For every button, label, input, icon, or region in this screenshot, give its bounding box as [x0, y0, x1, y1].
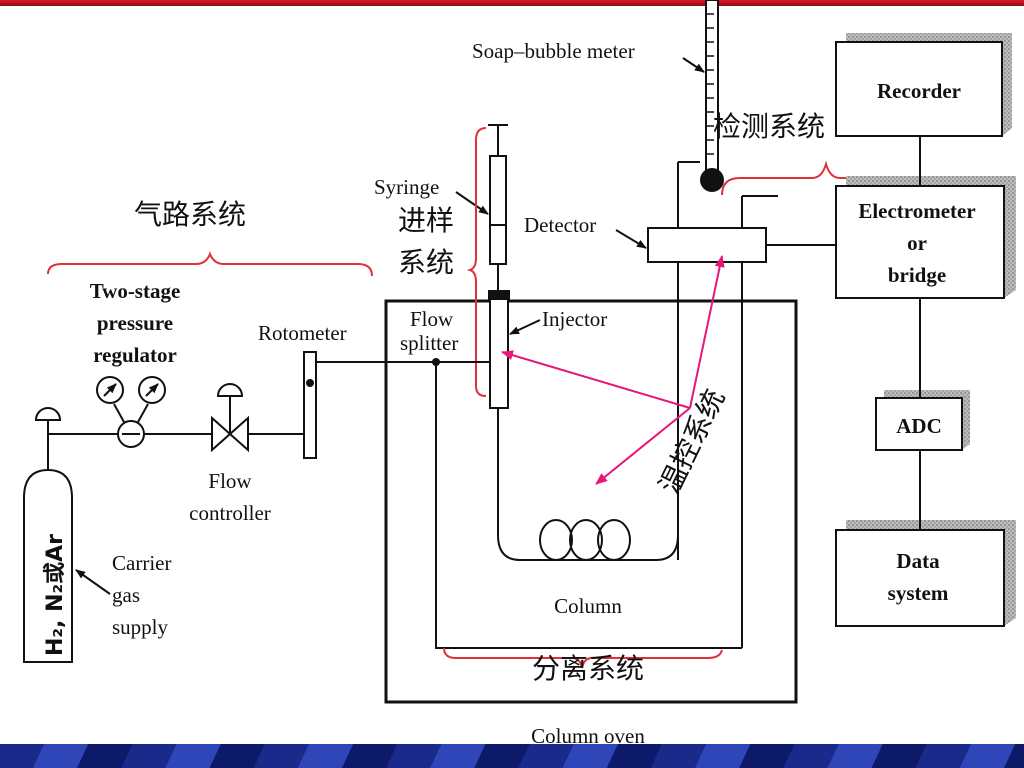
injection-system-label-line1: 进样 — [398, 204, 454, 237]
flow-controller-label-line2: controller — [189, 501, 271, 525]
column-label: Column — [554, 594, 622, 618]
temp-arrow-injector — [501, 350, 691, 409]
adc-box: ADC — [875, 390, 970, 451]
soap-bubble-meter-label: Soap–bubble meter — [472, 39, 635, 63]
gas-cylinder-label: H₂, N₂或Ar — [42, 534, 68, 656]
data-system-box: Data system — [835, 520, 1016, 627]
data-system-label-line1: Data — [896, 549, 940, 573]
temp-arrow-detector — [689, 255, 725, 409]
gas-path-system-label: 气路系统 — [134, 198, 246, 231]
gas-line — [48, 361, 490, 435]
recorder-box: Recorder — [835, 33, 1012, 137]
electrometer-label-line1: Electrometer — [858, 199, 975, 223]
adc-label: ADC — [896, 414, 942, 438]
injector-label: Injector — [542, 307, 607, 331]
column — [435, 362, 742, 649]
top-border-bar — [0, 0, 1024, 6]
carrier-gas-label-line1: Carrier — [112, 551, 171, 575]
regulator-label-line1: Two-stage — [90, 279, 181, 303]
rotometer-label: Rotometer — [258, 321, 347, 345]
syringe-label: Syringe — [374, 175, 439, 199]
flow-splitter-label-line2: splitter — [400, 331, 458, 355]
electrometer-label-line2: or — [907, 231, 927, 255]
flow-splitter-label-line1: Flow — [410, 307, 454, 331]
data-system-label-line2: system — [888, 581, 949, 605]
injection-system-brace — [466, 127, 487, 397]
electrometer-label-line3: bridge — [888, 263, 946, 287]
injection-system-label-line2: 系统 — [398, 246, 454, 279]
recorder-label: Recorder — [877, 79, 961, 103]
soap-bubble-meter — [700, 0, 724, 192]
gas-path-system-brace — [47, 251, 373, 277]
column-oven-box — [384, 299, 798, 704]
detection-system-label: 检测系统 — [713, 110, 825, 143]
bottom-border-bar — [0, 744, 1024, 768]
pressure-regulator — [96, 376, 166, 448]
carrier-gas-label-line3: supply — [112, 615, 169, 639]
flow-controller-valve — [211, 383, 249, 453]
flow-controller-label-line1: Flow — [208, 469, 252, 493]
detector-label: Detector — [524, 213, 596, 237]
syringe — [488, 124, 508, 290]
regulator-label-line2: pressure — [97, 311, 173, 335]
injector — [488, 290, 510, 409]
separation-system-label: 分离系统 — [532, 652, 644, 685]
gas-cylinder: H₂, N₂或Ar — [23, 407, 73, 663]
electrometer-box: Electrometer or bridge — [835, 176, 1016, 299]
rotometer — [303, 351, 317, 459]
regulator-label-line3: regulator — [93, 343, 177, 367]
carrier-gas-label-line2: gas — [112, 583, 140, 607]
separation-system-brace — [443, 647, 723, 669]
temp-arrow-column — [595, 407, 691, 485]
